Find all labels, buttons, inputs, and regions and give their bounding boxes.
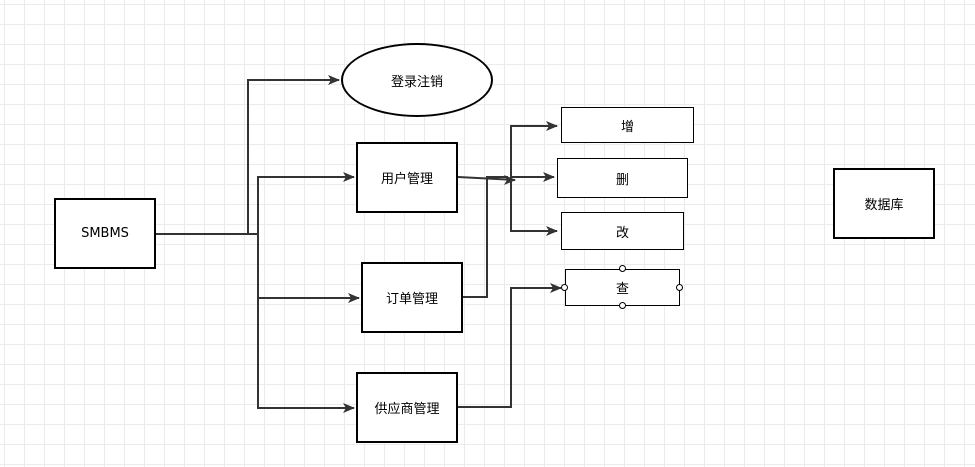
edge-smbms-login [156, 75, 340, 235]
edge-smbms-supplier [156, 233, 355, 413]
node-order-mgmt[interactable]: 订单管理 [361, 262, 463, 333]
selection-handle-bottom[interactable] [619, 302, 626, 309]
node-login[interactable]: 登录注销 [341, 43, 493, 117]
edge-hub-add [510, 121, 558, 180]
node-delete-label: 删 [615, 172, 629, 188]
node-query-label: 查 [615, 282, 629, 297]
node-smbms[interactable]: SMBMS [54, 198, 156, 269]
node-order-mgmt-label: 订单管理 [385, 292, 438, 307]
node-login-label: 登录注销 [390, 74, 443, 90]
node-query[interactable]: 查 [565, 269, 680, 306]
edge-hub-update [510, 180, 558, 236]
node-update-label: 改 [615, 225, 629, 241]
edge-supplier-hub [458, 287, 512, 408]
node-delete[interactable]: 删 [557, 158, 688, 198]
node-supplier-mgmt[interactable]: 供应商管理 [356, 372, 458, 443]
node-supplier-mgmt-label: 供应商管理 [374, 402, 440, 417]
hub-arrowhead [504, 175, 516, 185]
node-smbms-label: SMBMS [81, 226, 129, 241]
node-user-mgmt-label: 用户管理 [380, 172, 433, 187]
node-database-label: 数据库 [864, 198, 904, 213]
node-database[interactable]: 数据库 [833, 168, 935, 239]
selection-handle-right[interactable] [676, 284, 683, 291]
selection-handle-left[interactable] [561, 284, 568, 291]
selection-handle-top[interactable] [619, 265, 626, 272]
node-add[interactable]: 增 [561, 107, 694, 143]
edge-order-hub [463, 176, 508, 298]
node-user-mgmt[interactable]: 用户管理 [356, 142, 458, 213]
node-add-label: 增 [620, 119, 634, 135]
edge-smbms-user [156, 172, 355, 235]
node-update[interactable]: 改 [561, 212, 684, 250]
